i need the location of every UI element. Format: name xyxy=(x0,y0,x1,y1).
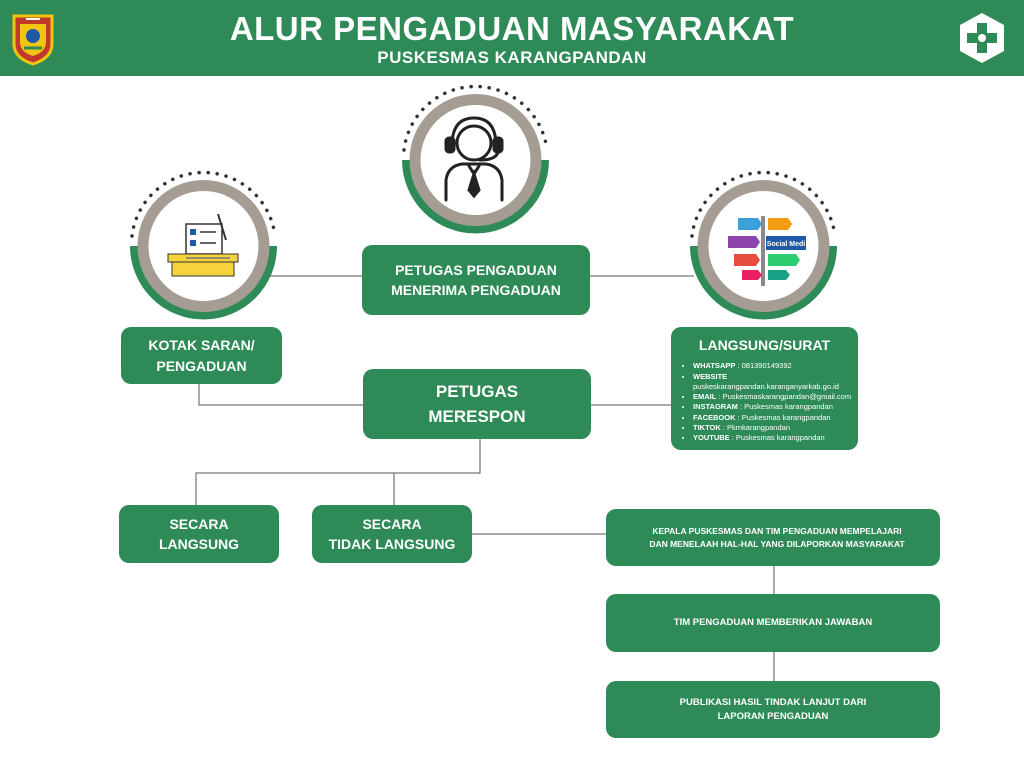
langsung-surat-box: LANGSUNG/SURAT WHATSAPP : 081390149392 W… xyxy=(671,327,858,450)
contact-item: TIKTOK : Pkmkarangpandan xyxy=(693,423,852,433)
kepala-line2: DAN MENELAAH HAL-HAL YANG DILAPORKAN MAS… xyxy=(649,538,905,549)
secara-tidak-langsung-line2: TIDAK LANGSUNG xyxy=(328,536,456,552)
publikasi-line2: LAPORAN PENGADUAN xyxy=(717,710,829,722)
tim-jawaban-box: TIM PENGADUAN MEMBERIKAN JAWABAN xyxy=(606,594,940,652)
langsung-surat-title: LANGSUNG/SURAT xyxy=(698,337,831,353)
signpost-label: Social Medi xyxy=(767,241,806,248)
publikasi-line1: PUBLIKASI HASIL TINDAK LANJUT DARI xyxy=(679,696,867,708)
contact-item: YOUTUBE : Puskesmas karangpandan xyxy=(693,433,852,443)
secara-langsung-line1: SECARA xyxy=(169,515,229,532)
connector-lines xyxy=(195,275,775,681)
contact-item: WHATSAPP : 081390149392 xyxy=(693,361,852,371)
regency-emblem-icon xyxy=(12,14,54,66)
petugas-merespon-line1: PETUGAS xyxy=(435,381,519,401)
contact-item: WEBSITE xyxy=(693,372,852,382)
ballot-box-icon xyxy=(167,213,239,277)
health-cross-logo-icon xyxy=(960,13,1004,63)
customer-service-headset-icon xyxy=(444,116,504,202)
secara-langsung-line2: LANGSUNG xyxy=(158,536,240,552)
tim-jawaban-line1: TIM PENGADUAN MEMBERIKAN JAWABAN xyxy=(673,617,873,629)
petugas-pengaduan-line2: MENERIMA PENGADUAN xyxy=(391,282,561,298)
kepala-line1: KEPALA PUSKESMAS DAN TIM PENGADUAN MEMPE… xyxy=(652,526,902,537)
petugas-merespon-line2: MERESPON xyxy=(428,407,526,426)
kepala-puskesmas-box: KEPALA PUSKESMAS DAN TIM PENGADUAN MEMPE… xyxy=(606,509,940,566)
contact-item: FACEBOOK : Puskesmas karangpandan xyxy=(693,413,852,423)
social-media-signpost-icon: Social Medi xyxy=(728,216,806,286)
kotak-saran-line2: PENGADUAN xyxy=(156,357,247,374)
kotak-saran-box: KOTAK SARAN/ PENGADUAN xyxy=(121,327,282,384)
page-subtitle: PUSKESMAS KARANGPANDAN xyxy=(377,48,647,67)
contact-item: puskeskarangpandan.karanganyarkab.go.id xyxy=(693,381,839,391)
publikasi-box: PUBLIKASI HASIL TINDAK LANJUT DARI LAPOR… xyxy=(606,681,940,738)
contact-item: EMAIL : Puskesmaskarangpandan@gmail.com xyxy=(693,392,852,402)
secara-tidak-langsung-box: SECARA TIDAK LANGSUNG xyxy=(312,505,472,563)
secara-tidak-langsung-line1: SECARA xyxy=(362,515,422,532)
secara-langsung-box: SECARA LANGSUNG xyxy=(119,505,279,563)
petugas-pengaduan-box: PETUGAS PENGADUAN MENERIMA PENGADUAN xyxy=(362,245,590,315)
header-bar: ALUR PENGADUAN MASYARAKAT PUSKESMAS KARA… xyxy=(0,0,1024,76)
kotak-saran-line1: KOTAK SARAN/ xyxy=(148,337,255,354)
contact-item: INSTAGRAM : Puskesmas karangpandan xyxy=(693,402,852,412)
petugas-merespon-box: PETUGAS MERESPON xyxy=(363,369,591,439)
page-title: ALUR PENGADUAN MASYARAKAT xyxy=(229,10,795,47)
contact-list: WHATSAPP : 081390149392 WEBSITE puskeska… xyxy=(683,361,852,443)
petugas-pengaduan-line1: PETUGAS PENGADUAN xyxy=(395,261,557,278)
